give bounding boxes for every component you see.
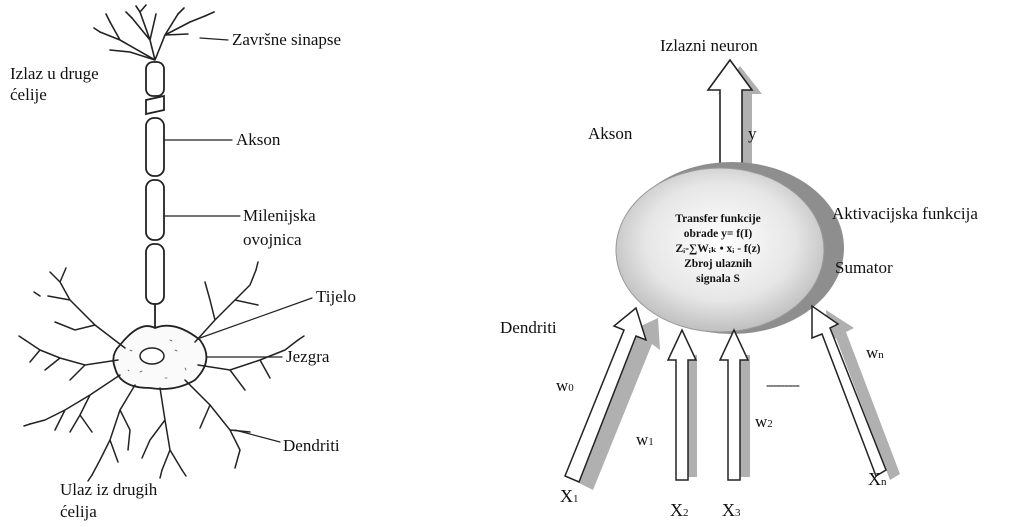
label-x1: X1	[560, 486, 579, 507]
circle-line-5: signala S	[696, 273, 740, 285]
label-output-neuron: Izlazni neuron	[660, 36, 758, 56]
input-arrow-x2	[668, 330, 697, 480]
label-y: y	[748, 124, 757, 144]
label-terminal-synapses: Završne sinapse	[232, 30, 341, 50]
terminal-synapses	[94, 5, 228, 60]
label-myelin-line1: Milenijska	[243, 206, 316, 226]
input-arrow-x1	[565, 308, 660, 490]
circle-line-4: Zbroj ulaznih	[684, 258, 752, 270]
label-ellipsis: ---------	[766, 378, 799, 394]
label-xn: Xn	[868, 469, 887, 490]
label-summator: Sumator	[835, 258, 893, 278]
label-output-line2: ćelije	[10, 85, 47, 105]
label-input-line2: ćelija	[60, 502, 97, 522]
label-axon-right: Akson	[588, 124, 632, 144]
label-dendrites-right: Dendriti	[500, 318, 557, 338]
label-myelin-line2: ovojnica	[243, 230, 302, 250]
input-arrow-xn	[812, 306, 900, 480]
circle-line-2: obrade y= f(I)	[684, 228, 753, 240]
nucleus	[140, 348, 164, 364]
label-output-line1: Izlaz u druge	[10, 64, 99, 84]
label-input-line1: Ulaz iz drugih	[60, 480, 157, 500]
input-arrow-x3	[720, 330, 750, 480]
label-w2: w2	[755, 412, 773, 432]
label-nucleus: Jezgra	[286, 347, 329, 367]
label-x2: X2	[670, 500, 689, 521]
label-cell-body: Tijelo	[316, 287, 356, 307]
axon	[146, 62, 164, 330]
label-axon: Akson	[236, 130, 280, 150]
label-w1: w1	[636, 430, 654, 450]
label-w0: w0	[556, 376, 574, 396]
label-dendrites-left: Dendriti	[283, 436, 340, 456]
cell-body	[113, 326, 206, 389]
output-arrow	[708, 60, 762, 172]
label-x3: X3	[722, 500, 741, 521]
circle-line-3: Zᵢ-∑Wᵢₖ • xᵢ - f(z)	[675, 243, 760, 255]
label-wn: wn	[866, 343, 884, 363]
circle-line-1: Transfer funkcije	[675, 213, 761, 225]
label-activation-function: Aktivacijska funkcija	[832, 204, 978, 224]
